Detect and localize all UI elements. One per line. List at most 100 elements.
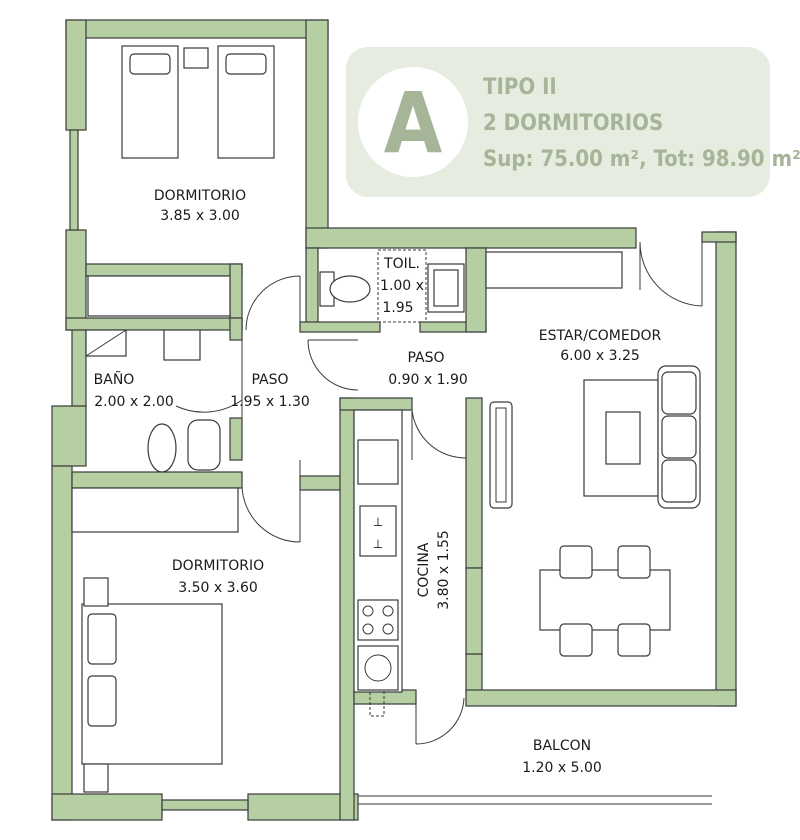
burner: [382, 605, 394, 617]
washer-door: [369, 689, 385, 717]
wall: [339, 397, 413, 411]
wall: [85, 263, 243, 277]
pillow: [225, 53, 267, 75]
unit-header: A TIPO II 2 DORMITORIOS Sup: 75.00 m², T…: [346, 47, 800, 197]
room-name: PASO: [407, 350, 444, 366]
burner: [382, 623, 394, 635]
door-swing: [241, 460, 301, 543]
kitchen-sink: [359, 505, 397, 557]
window: [465, 567, 483, 655]
room-size: 3.85 x 3.00: [160, 208, 240, 224]
toilet: [329, 275, 371, 303]
sofa-cushion: [661, 371, 697, 415]
room-name: PASO: [251, 372, 288, 388]
shower-line: [85, 329, 127, 357]
room-size: 3.50 x 3.60: [178, 580, 258, 596]
washer: [357, 645, 399, 691]
washer-drum: [364, 654, 392, 682]
wall: [305, 247, 319, 331]
door-swing: [411, 409, 467, 460]
wall: [465, 397, 483, 569]
wall: [305, 227, 637, 249]
sofa-cushion: [661, 459, 697, 503]
door-swing: [175, 340, 243, 418]
room-name: BALCON: [533, 738, 591, 754]
wall: [465, 247, 487, 333]
cooktop: [357, 599, 399, 641]
wall: [305, 19, 329, 249]
sideboard: [485, 251, 623, 289]
chair: [559, 623, 593, 657]
room-size: 1.95: [382, 300, 413, 316]
wall: [65, 229, 87, 331]
room-name: DORMITORIO: [154, 188, 246, 204]
wardrobe: [71, 487, 239, 533]
pillow: [87, 613, 117, 665]
wall: [715, 231, 737, 707]
room-size: 0.90 x 1.90: [388, 372, 468, 388]
wall: [65, 19, 87, 131]
door-swing: [639, 241, 703, 307]
room-size: 1.00 x: [380, 278, 424, 294]
wall: [701, 231, 737, 243]
furniture: ⊥ ⊥: [71, 45, 701, 793]
nightstand: [83, 577, 109, 607]
sofa-cushion: [661, 415, 697, 459]
chair: [617, 545, 651, 579]
tv-screen: [495, 407, 507, 503]
wall: [65, 317, 243, 331]
chair: [559, 545, 593, 579]
door-swing: [245, 275, 301, 331]
wardrobe: [87, 275, 231, 317]
dining-table: [539, 569, 671, 631]
wall: [51, 465, 73, 821]
tap-icon: ⊥: [373, 537, 383, 551]
toil-sink-bowl: [433, 269, 459, 307]
doors: [175, 241, 703, 745]
fridge: [357, 439, 399, 485]
pillow: [87, 675, 117, 727]
unit-type: TIPO II: [483, 75, 557, 100]
room-name: ESTAR/COMEDOR: [539, 328, 662, 344]
nightstand: [183, 47, 209, 69]
door-swing: [307, 339, 359, 391]
unit-letter: A: [384, 74, 443, 172]
room-name: DORMITORIO: [172, 558, 264, 574]
room-labels: DORMITORIO 3.85 x 3.00 TOIL. 1.00 x 1.95…: [94, 188, 662, 776]
unit-bedrooms: 2 DORMITORIOS: [483, 111, 663, 136]
bidet: [187, 419, 221, 471]
wall: [339, 397, 355, 821]
room-name: TOIL.: [383, 256, 420, 272]
wall: [229, 317, 243, 341]
coffee-table: [605, 411, 641, 465]
wall: [51, 793, 163, 821]
burner: [362, 623, 374, 635]
room-size: 6.00 x 3.25: [560, 348, 640, 364]
room-name: BAÑO: [94, 371, 135, 388]
door-swing: [415, 697, 465, 745]
room-size: 1.20 x 5.00: [522, 760, 602, 776]
wall: [71, 329, 87, 407]
wall: [465, 689, 737, 707]
burner: [362, 605, 374, 617]
room-name: COCINA: [416, 542, 432, 597]
window: [161, 799, 249, 811]
nightstand: [83, 763, 109, 793]
window: [69, 129, 79, 231]
wall: [465, 653, 483, 695]
pillow: [129, 53, 171, 75]
toilet: [147, 423, 177, 473]
tap-icon: ⊥: [373, 515, 383, 529]
chair: [617, 623, 651, 657]
wall: [51, 405, 87, 467]
room-size: 1.95 x 1.30: [230, 394, 310, 410]
unit-area: Sup: 75.00 m², Tot: 98.90 m²: [483, 147, 800, 172]
unit-letter-circle: [358, 67, 468, 177]
wall: [71, 471, 243, 489]
room-size: 3.80 x 1.55: [436, 530, 452, 610]
wall: [229, 417, 243, 461]
room-size: 2.00 x 2.00: [94, 394, 174, 410]
wall: [65, 19, 329, 39]
sink: [163, 329, 201, 361]
